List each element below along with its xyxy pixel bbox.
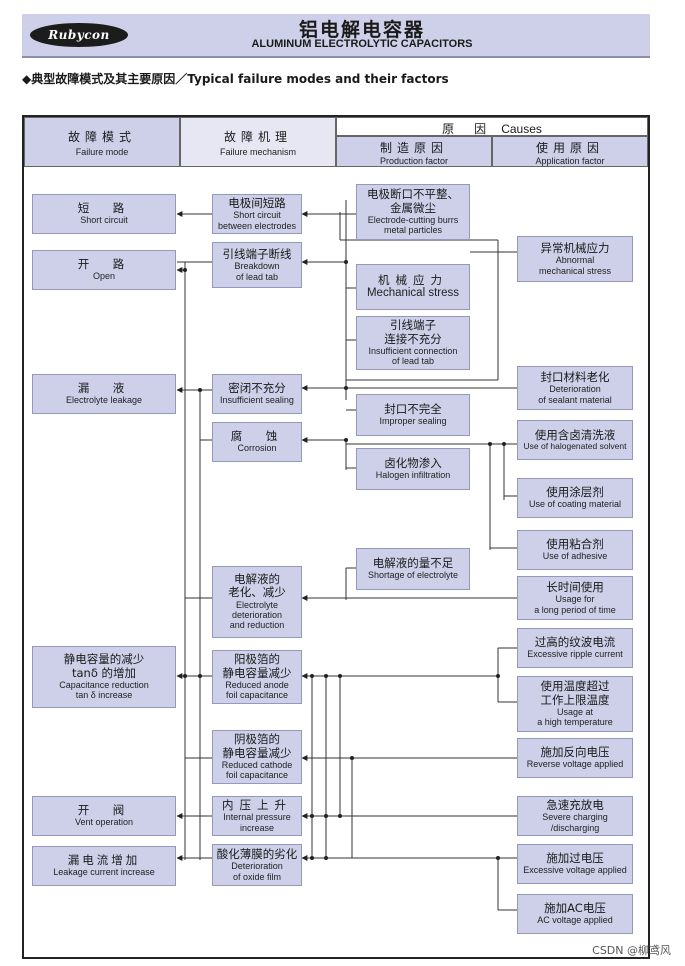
mechanism-insufficient-sealing: 密闭不充分 Insufficient sealing: [212, 374, 302, 414]
failure-mode-short-circuit: 短 路 Short circuit: [32, 194, 176, 234]
header-failure-mode: 故障模式 Failure mode: [24, 117, 180, 167]
production-electrode-burrs: 电极断口不平整、 金属微尘 Electrode-cutting burrs me…: [356, 184, 470, 240]
failure-mode-electrolyte-leakage: 漏 液 Electrolyte leakage: [32, 374, 176, 414]
mechanism-corrosion: 腐 蚀 Corrosion: [212, 422, 302, 462]
section-subtitle: ◆典型故障模式及其主要原因／Typical failure modes and …: [22, 72, 449, 86]
application-sealant-deterioration: 封口材料老化 Deterioration of sealant material: [517, 366, 633, 410]
mechanism-reduced-anode-capacitance: 阳极箔的 静电容量减少 Reduced anode foil capacitan…: [212, 650, 302, 704]
application-high-temperature: 使用温度超过 工作上限温度 Usage at a high temperatur…: [517, 676, 633, 732]
page-title-en: ALUMINUM ELECTROLYTIC CAPACITORS: [251, 38, 473, 50]
production-electrolyte-shortage: 电解液的量不足 Shortage of electrolyte: [356, 548, 470, 590]
header-application-factor: 使用原因 Application factor: [492, 136, 648, 167]
failure-mode-leakage-current: 漏电流增加 Leakage current increase: [32, 846, 176, 886]
mechanism-lead-tab-breakdown: 引线端子断线 Breakdown of lead tab: [212, 242, 302, 288]
header-band: Rubycon 铝电解电容器 ALUMINUM ELECTROLYTIC CAP…: [22, 14, 650, 58]
application-excessive-voltage: 施加过电压 Excessive voltage applied: [517, 844, 633, 884]
application-ac-voltage: 施加AC电压 AC voltage applied: [517, 894, 633, 934]
diagram-frame: [22, 115, 650, 959]
production-halogen-infiltration: 卤化物渗入 Halogen infiltration: [356, 448, 470, 490]
header-production-factor: 制造原因 Production factor: [336, 136, 492, 167]
mechanism-oxide-film-deterioration: 酸化薄膜的劣化 Deterioration of oxide film: [212, 844, 302, 886]
production-lead-tab-connection: 引线端子 连接不充分 Insufficient connection of le…: [356, 316, 470, 370]
production-improper-sealing: 封口不完全 Improper sealing: [356, 394, 470, 436]
mechanism-short-between-electrodes: 电极间短路 Short circuit between electrodes: [212, 194, 302, 234]
watermark: CSDN @柳鸢风: [592, 944, 671, 957]
application-reverse-voltage: 施加反向电压 Reverse voltage applied: [517, 738, 633, 778]
brand-logo: Rubycon: [30, 23, 128, 47]
header-causes: 原 因 Causes: [336, 117, 648, 136]
mechanism-internal-pressure: 内压上升 Internal pressure increase: [212, 796, 302, 836]
mechanism-electrolyte-deterioration: 电解液的 老化、减少 Electrolyte deterioration and…: [212, 566, 302, 638]
application-ripple-current: 过高的纹波电流 Excessive ripple current: [517, 628, 633, 668]
application-abnormal-stress: 异常机械应力 Abnormal mechanical stress: [517, 236, 633, 282]
failure-mode-open: 开 路 Open: [32, 250, 176, 290]
failure-mode-vent-operation: 开 阀 Vent operation: [32, 796, 176, 836]
application-adhesive: 使用粘合剂 Use of adhesive: [517, 530, 633, 570]
application-coating-material: 使用涂层剂 Use of coating material: [517, 478, 633, 518]
application-long-usage: 长时间使用 Usage for a long period of time: [517, 576, 633, 620]
page-title: 铝电解电容器: [298, 19, 425, 41]
application-severe-charging: 急速充放电 Severe charging /discharging: [517, 796, 633, 836]
application-halogenated-solvent: 使用含卤清洗液 Use of halogenated solvent: [517, 420, 633, 460]
failure-mode-capacitance-reduction: 静电容量的减少 tanδ 的增加 Capacitance reduction t…: [32, 646, 176, 708]
header-failure-mechanism: 故障机理 Failure mechanism: [180, 117, 336, 167]
production-mechanical-stress: 机械应力 Mechanical stress: [356, 264, 470, 310]
mechanism-reduced-cathode-capacitance: 阴极箔的 静电容量减少 Reduced cathode foil capacit…: [212, 730, 302, 784]
